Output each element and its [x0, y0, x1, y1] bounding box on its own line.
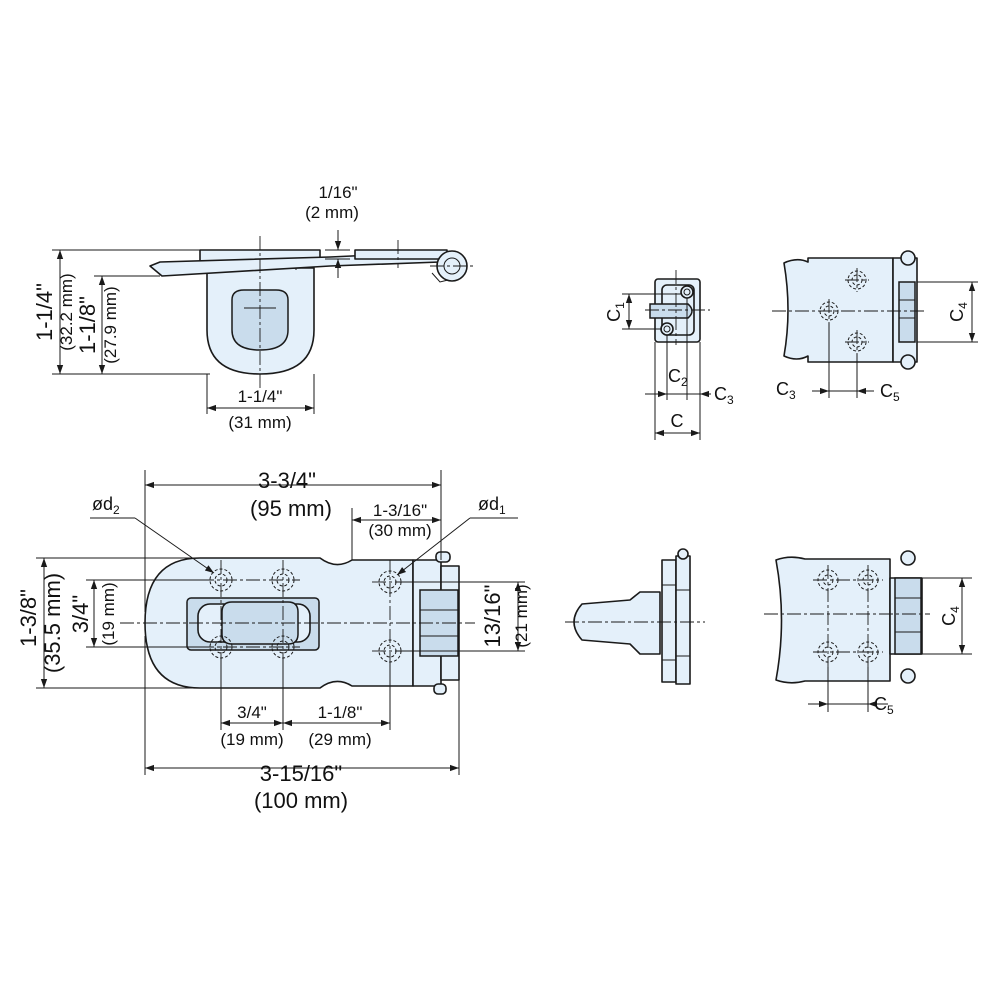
c3-end-label: C3: [714, 384, 734, 407]
height-mm-label: (35.5 mm): [40, 573, 65, 673]
ring-width-mm-label: (31 mm): [228, 413, 291, 432]
overall-length-label: 3-3/4": [258, 468, 316, 493]
staple-slot: [231, 289, 289, 351]
c-label: C: [671, 411, 684, 431]
c1-label: C1: [604, 302, 627, 322]
c4-top-label: C4: [947, 302, 970, 322]
hinge-offset-label: 1-3/16": [373, 501, 427, 520]
total-length-label: 3-15/16": [260, 761, 342, 786]
overall-length-mm-label: (95 mm): [250, 496, 332, 521]
c3-hinge-label: C3: [776, 379, 796, 402]
thickness-mm-label: (2 mm): [305, 203, 359, 222]
hinge-bottom-leaf: [775, 556, 891, 684]
height-ring-mm-label: (27.9 mm): [101, 286, 120, 363]
hasp-top-plate: [354, 249, 448, 260]
hinge-bottom-holes: [813, 565, 883, 667]
hole-spacing-h2-mm-label: (29 mm): [308, 730, 371, 749]
hole-spacing-right-label: 13/16": [480, 585, 505, 648]
hole-spacing-h1-mm-label: (19 mm): [220, 730, 283, 749]
hinge-top-leaf: [783, 257, 894, 363]
height-ring-label: 1-1/8": [75, 296, 100, 354]
side-plate: [661, 559, 677, 683]
end-view: C1 C2 C3 C: [604, 270, 734, 440]
top-view: 1/16" (2 mm) 1-1/4" (32.2 mm) 1-1/8" (27…: [32, 183, 474, 432]
hole-spacing-h2-label: 1-1/8": [318, 703, 363, 722]
hole-spacing-right-mm-label: (21 mm): [512, 584, 531, 647]
c5-bottom-label: C5: [874, 694, 894, 717]
hinge-bottom-pin: [894, 577, 922, 655]
ring-width-label: 1-1/4": [238, 387, 283, 406]
end-hole-bottom: [660, 322, 674, 336]
hinge-detail-bottom: C4 C5: [764, 550, 972, 717]
hinge-offset-mm-label: (30 mm): [368, 521, 431, 540]
c2-label: C2: [668, 366, 688, 389]
hole-spacing-v-label: 3/4": [68, 595, 93, 633]
height-total-label: 1-1/4": [32, 283, 57, 341]
side-staple: [573, 591, 661, 655]
height-label: 1-3/8": [16, 589, 41, 647]
thickness-label: 1/16": [318, 183, 357, 202]
hinge-top-holes: [819, 268, 869, 354]
d2-label: ød2: [92, 494, 120, 517]
hinge-top-pin: [898, 281, 916, 343]
end-hole-top: [680, 285, 694, 299]
front-view: 3-3/4" (95 mm) 1-3/16" (30 mm) ød2 ød1 1…: [16, 468, 531, 813]
total-length-mm-label: (100 mm): [254, 788, 348, 813]
hole-spacing-h1-label: 3/4": [237, 703, 267, 722]
height-total-mm-label: (32.2 mm): [57, 273, 76, 350]
c4-bottom-label: C4: [939, 606, 962, 626]
c5-top-label: C5: [880, 381, 900, 404]
side-view: [565, 548, 705, 685]
d1-label: ød1: [478, 494, 506, 517]
hinge-detail-top: C4 C3 C5: [772, 250, 978, 404]
hole-spacing-v-mm-label: (19 mm): [99, 582, 118, 645]
